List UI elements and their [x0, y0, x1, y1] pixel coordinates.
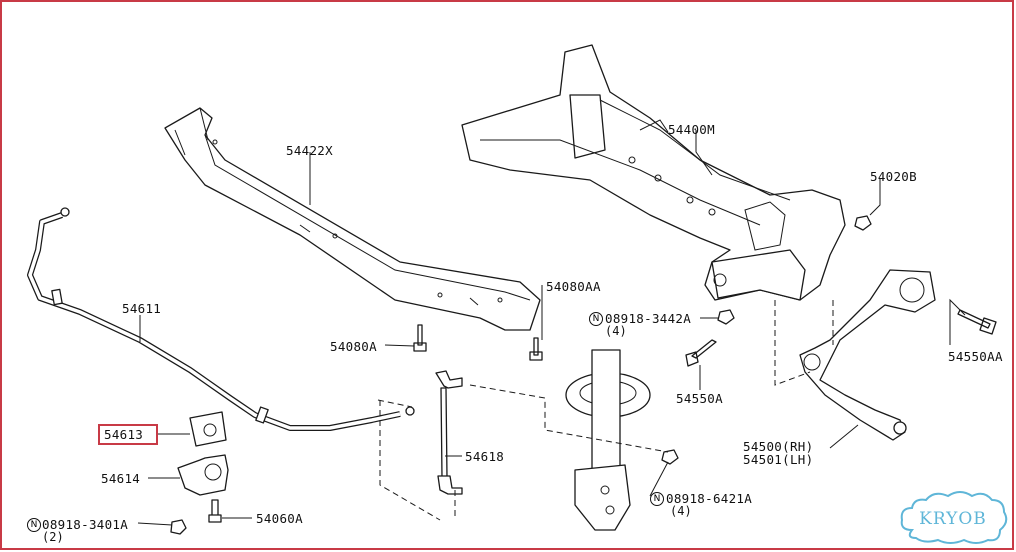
qty-08918-3401a: (2) [42, 530, 64, 544]
bolt-54080aa [529, 337, 543, 361]
label-54550aa: 54550AA [948, 349, 1003, 364]
label-54611: 54611 [122, 301, 162, 316]
label-54422x: 54422X [286, 143, 333, 158]
label-08918-6421a: 08918-6421A [666, 491, 753, 506]
qty-08918-6421a: (4) [670, 504, 692, 518]
strut-assembly [565, 349, 651, 531]
label-54500-rh: 54500(RH) [743, 439, 814, 454]
label-08918-3401a: 08918-3401A [42, 517, 129, 532]
nut-6421a [661, 449, 679, 465]
label-54550a: 54550A [676, 391, 723, 406]
nut-54020b [854, 215, 872, 231]
nut-symbol-3401a: N [27, 518, 41, 532]
nut-3401a [170, 519, 187, 535]
label-54020b: 54020B [870, 169, 917, 184]
label-54613: 54613 [104, 427, 144, 442]
stabilizer-bushing-right [255, 406, 269, 424]
label-08918-3442a: 08918-3442A [605, 311, 692, 326]
stabilizer-link [435, 370, 463, 495]
bolt-54080a [413, 324, 427, 352]
nut-3442a [717, 309, 735, 325]
nut-symbol-3442a: N [589, 312, 603, 326]
suspension-subframe [461, 44, 846, 301]
kryob-logo: KRYOB [902, 499, 1004, 541]
label-54060a: 54060A [256, 511, 303, 526]
stabilizer-bushing-left [51, 288, 63, 306]
lower-control-arm [799, 269, 936, 441]
bolt-54550a [685, 339, 717, 367]
front-cross-member [164, 107, 541, 331]
label-54501-lh: 54501(LH) [743, 452, 814, 467]
nut-symbol-6421a: N [650, 492, 664, 506]
label-54618: 54618 [465, 449, 505, 464]
logo-text: KRYOB [919, 509, 987, 529]
label-54400m: 54400M [668, 122, 715, 137]
label-54614: 54614 [101, 471, 141, 486]
highlight-box [98, 424, 158, 445]
qty-08918-3442a: (4) [605, 324, 627, 338]
label-54080aa: 54080AA [546, 279, 601, 294]
clamp-part [177, 454, 229, 496]
logo-cloud [900, 491, 1008, 544]
bushing-part [189, 411, 227, 447]
label-54080a: 54080A [330, 339, 377, 354]
bolt-54550aa [957, 309, 997, 335]
